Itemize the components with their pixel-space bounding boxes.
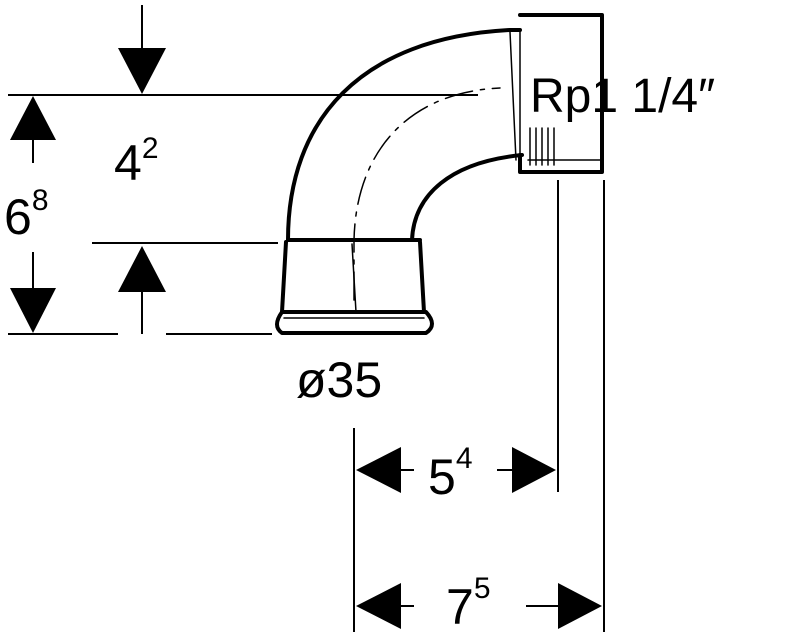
outer-width-label: 75 [446,572,491,635]
down-arrow-icon [10,288,56,333]
left-arrow-icon [356,447,401,493]
threaded-end-body [508,13,604,174]
outer-height-label: 68 [4,184,49,245]
down-arrow-icon [118,48,166,94]
outer-width-dimension [356,583,602,629]
thread-hatching [527,127,601,166]
extension-lines [8,94,478,335]
inner-width-dimension [356,447,556,493]
up-arrow-icon [10,96,56,140]
left-arrow-icon [356,583,401,629]
pipe-bend-fitting [275,13,604,335]
press-bead [275,310,434,335]
outer-height-dimension [10,96,56,333]
right-arrow-icon [558,583,602,629]
right-arrow-icon [512,447,556,493]
thread-inner-line [509,31,517,161]
up-arrow-icon [118,246,166,292]
inner-height-dimension [118,5,166,334]
elbow-inner-contour [410,153,524,242]
inner-width-label: 54 [428,442,473,505]
inner-height-label: 42 [114,132,159,191]
elbow-outer-contour [286,28,512,242]
diameter-label: ø35 [296,352,382,408]
thread-label: Rp1 1/4″ [530,70,715,123]
centerline [353,87,501,301]
vertical-extension-lines [353,180,605,632]
